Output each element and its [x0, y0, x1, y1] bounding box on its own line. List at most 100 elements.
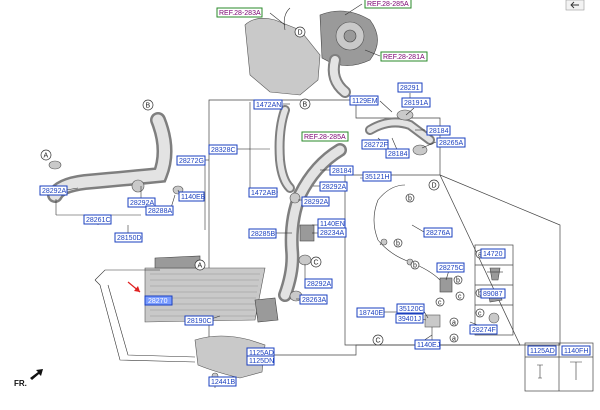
callout-C-mid: C — [310, 256, 322, 268]
ref-28-281a-label[interactable]: REF.28-281A — [380, 51, 428, 62]
svg-text:35121H: 35121H — [365, 174, 390, 181]
intercooler-core — [144, 255, 279, 323]
callout-D-top: D — [294, 26, 306, 38]
part-1129em-label[interactable]: 1129EM — [349, 95, 379, 106]
svg-text:28184: 28184 — [429, 128, 449, 135]
part-28292a-d-label[interactable]: 28292A — [301, 196, 330, 207]
svg-text:28263A: 28263A — [302, 297, 326, 304]
part-1472ab-label[interactable]: 1472AB — [248, 187, 278, 198]
part-1472an-label[interactable]: 1472AN — [253, 99, 283, 110]
part-1140fh-label[interactable]: 1140FH — [561, 345, 591, 356]
front-arrow-icon — [30, 369, 43, 380]
svg-text:28328C: 28328C — [211, 147, 236, 154]
callout-c-2: c — [435, 297, 445, 307]
part-28292a-e-label[interactable]: 28292A — [304, 278, 333, 289]
part-28276a-label[interactable]: 28276A — [423, 227, 453, 238]
svg-text:C: C — [314, 260, 319, 267]
svg-text:1140EN: 1140EN — [320, 221, 345, 228]
callout-A-top: A — [40, 149, 52, 161]
part-1140en-label[interactable]: 1140EN — [317, 218, 346, 229]
ref-28-283a-label[interactable]: REF.28-283A — [216, 7, 263, 18]
svg-text:28292A: 28292A — [322, 184, 346, 191]
callout-C-bottom: C — [372, 334, 384, 346]
part-28191a-label[interactable]: 28191A — [401, 97, 431, 108]
part-28184-b-label[interactable]: 28184 — [385, 148, 410, 159]
svg-text:FR.: FR. — [14, 379, 27, 388]
part-28234a-label[interactable]: 28234A — [317, 227, 347, 238]
callout-a-2: a — [449, 333, 459, 343]
part-12441b-label[interactable]: 12441B — [208, 376, 237, 387]
part-28292a-b-label[interactable]: 28292A — [319, 181, 348, 192]
svg-text:18740E: 18740E — [359, 310, 383, 317]
part-1125dn-label[interactable]: 1125DN — [246, 355, 275, 366]
ref-28-285a-top-label[interactable]: REF.28-285A — [364, 0, 412, 9]
part-89087-label[interactable]: 89087 — [480, 288, 506, 299]
callout-b-2: b — [393, 238, 403, 248]
part-28184-a-label[interactable]: 28184 — [426, 125, 451, 136]
svg-text:c: c — [438, 300, 442, 307]
part-1140eb-label[interactable]: 1140EB — [178, 191, 206, 202]
svg-text:1472AB: 1472AB — [251, 190, 276, 197]
part-1125ad-b-label[interactable]: 1125AD — [527, 345, 557, 356]
part-28272f-label[interactable]: 28272F — [361, 139, 389, 150]
callout-B-mid: B — [299, 98, 311, 110]
arrow-icon[interactable] — [565, 0, 585, 11]
svg-text:1125AD: 1125AD — [249, 350, 274, 357]
part-28263a-label[interactable]: 28263A — [299, 294, 328, 305]
part-28265a-label[interactable]: 28265A — [436, 137, 466, 148]
part-28328c-label[interactable]: 28328C — [208, 144, 238, 155]
part-35120c-label[interactable]: 35120C — [396, 303, 425, 314]
svg-text:a: a — [478, 252, 482, 259]
svg-text:REF.28-285A: REF.28-285A — [304, 134, 346, 141]
svg-text:12441B: 12441B — [211, 379, 235, 386]
part-14720-label[interactable]: 14720 — [480, 248, 506, 259]
part-1140ej-label[interactable]: 1140EJ — [414, 339, 441, 350]
svg-text:14720: 14720 — [483, 251, 503, 258]
svg-text:b: b — [456, 278, 460, 285]
svg-text:1125AD: 1125AD — [530, 348, 555, 355]
svg-text:c: c — [478, 311, 482, 318]
svg-text:28272F: 28272F — [364, 142, 388, 149]
svg-text:28270: 28270 — [148, 298, 168, 305]
svg-text:28291: 28291 — [400, 85, 420, 92]
svg-text:28265A: 28265A — [439, 140, 463, 147]
part-18740e-label[interactable]: 18740E — [356, 307, 385, 318]
part-28274f-label[interactable]: 28274F — [469, 324, 498, 335]
svg-text:1140EB: 1140EB — [181, 194, 206, 201]
part-28291-label[interactable]: 28291 — [397, 82, 423, 93]
pointer-arrow-icon — [127, 281, 141, 293]
part-35121h-label[interactable]: 35121H — [362, 171, 392, 182]
part-28292a-c-label[interactable]: 28292A — [127, 197, 156, 208]
legend-frame — [474, 244, 514, 336]
callout-B-left: B — [142, 99, 154, 111]
part-28261c-label[interactable]: 28261C — [83, 214, 112, 225]
svg-text:REF.28-281A: REF.28-281A — [383, 54, 425, 61]
part-28184-c-label[interactable]: 28184 — [329, 165, 354, 176]
svg-text:35120C: 35120C — [399, 306, 424, 313]
callout-b-1: b — [405, 193, 415, 203]
part-28190c-label[interactable]: 28190C — [184, 315, 214, 326]
part-28285b-label[interactable]: 28285B — [248, 228, 277, 239]
part-28292a-a-label[interactable]: 28292A — [39, 185, 68, 196]
part-28150d-label[interactable]: 28150D — [114, 232, 143, 243]
svg-text:c: c — [458, 294, 462, 301]
callout-b-4: b — [453, 275, 463, 285]
assembly-frame — [208, 99, 561, 356]
part-39401j-label[interactable]: 39401J — [395, 313, 424, 324]
ref-28-285a-mid-label[interactable]: REF.28-285A — [301, 131, 349, 142]
front-orientation: FR. — [14, 369, 43, 388]
part-28270-label[interactable]: 28270 — [144, 295, 173, 306]
svg-text:28292A: 28292A — [130, 200, 154, 207]
part-28272g-label[interactable]: 28272G — [176, 155, 206, 166]
svg-text:REF.28-283A: REF.28-283A — [219, 10, 261, 17]
svg-text:28184: 28184 — [388, 151, 408, 158]
svg-text:1125DN: 1125DN — [249, 358, 274, 365]
part-28275c-label[interactable]: 28275C — [436, 262, 465, 273]
callout-c-legend: c — [475, 308, 485, 318]
svg-text:b: b — [413, 263, 417, 270]
svg-text:C: C — [376, 338, 381, 345]
svg-text:b: b — [478, 291, 482, 298]
part-28288a-label[interactable]: 28288A — [145, 205, 174, 216]
svg-text:28190C: 28190C — [187, 318, 212, 325]
